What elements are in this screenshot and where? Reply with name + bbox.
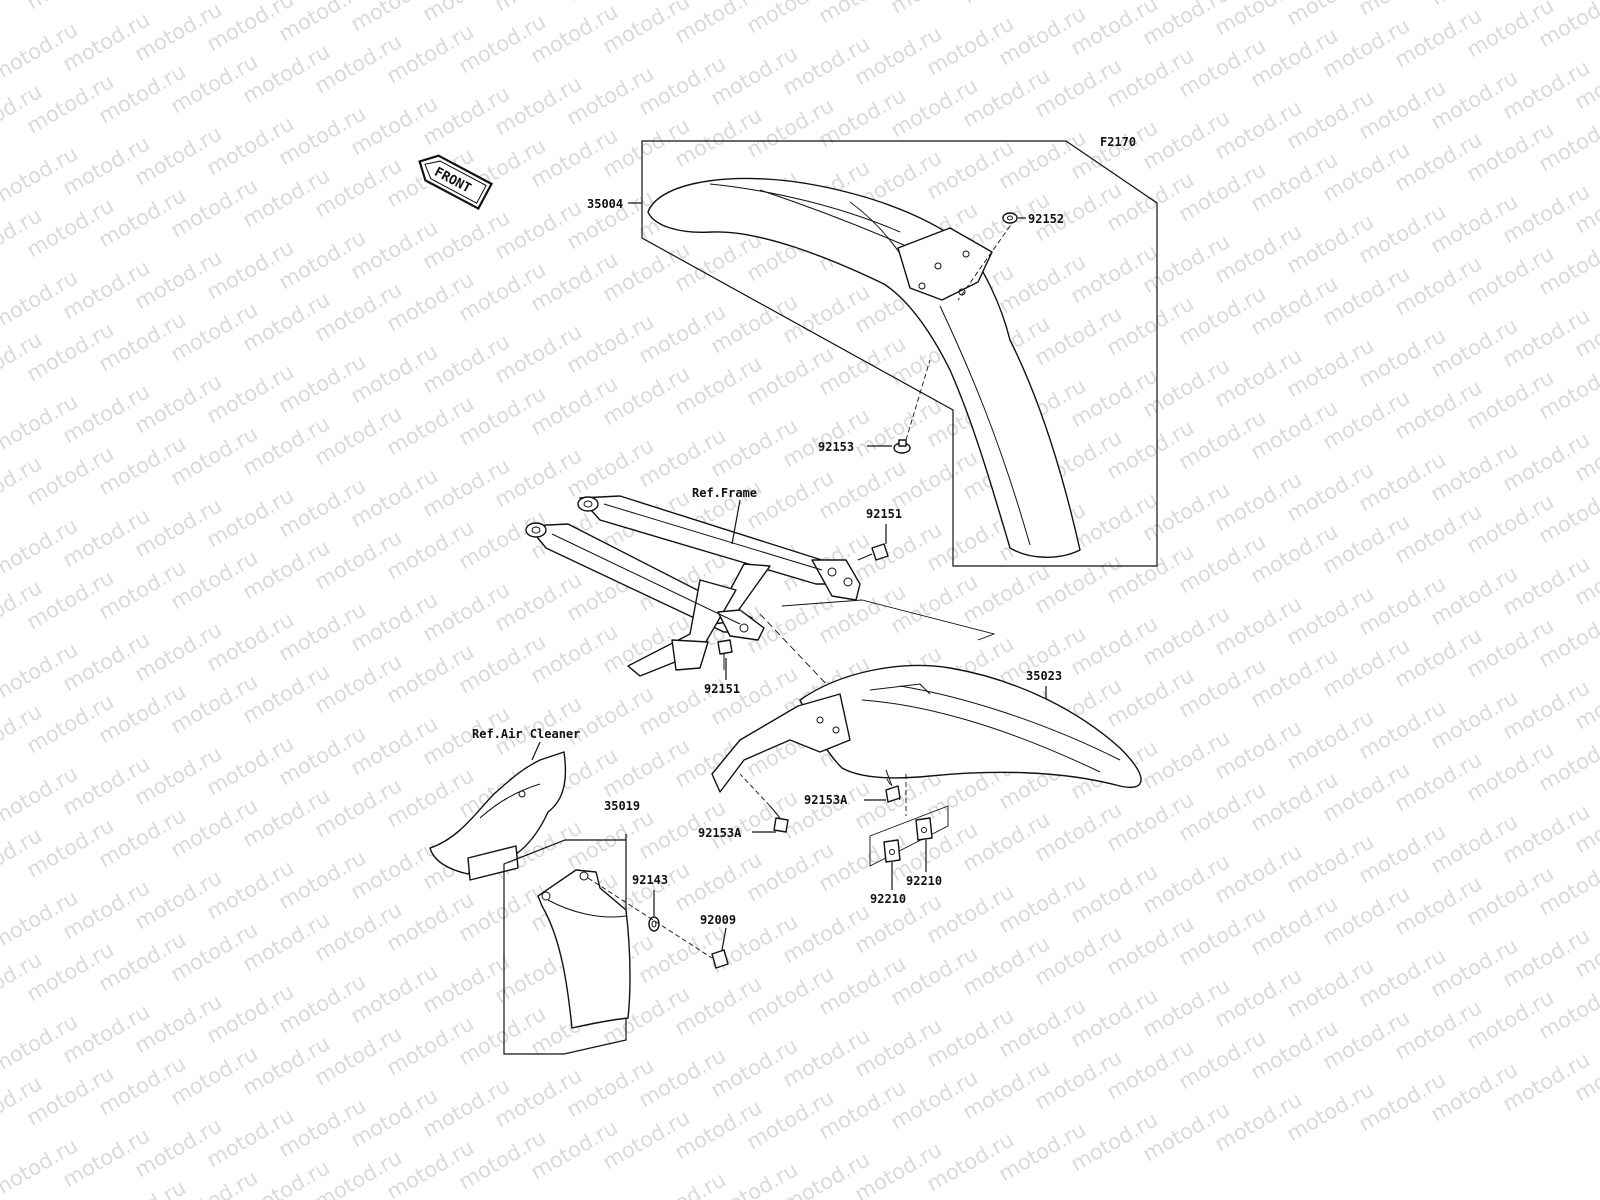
part-92210-right-label: 92210 — [906, 874, 942, 888]
washer-92143 — [648, 916, 660, 932]
part-92153A-left-label: 92153A — [698, 826, 742, 840]
mud-flap-group-frame — [503, 839, 627, 1055]
ref-frame-label: Ref.Frame — [692, 486, 757, 500]
screw-92009 — [711, 949, 729, 969]
bolt-92153 — [893, 439, 911, 454]
part-92152-label: 92152 — [1028, 212, 1064, 226]
part-35023-label: 35023 — [1026, 669, 1062, 683]
part-35019-label: 35019 — [604, 799, 640, 813]
part-92009-label: 92009 — [700, 913, 736, 927]
clip-92210-group-frame — [869, 805, 949, 867]
ref-air-cleaner-label: Ref.Air Cleaner — [472, 727, 580, 741]
washer-92152 — [1002, 212, 1018, 224]
reference-frame — [525, 495, 861, 677]
front-fender-group-frame — [641, 140, 1158, 567]
clip-92210-right — [915, 817, 933, 841]
part-92143-label: 92143 — [632, 873, 668, 887]
watermark-text: motod.ru — [959, 0, 1054, 8]
front-fender-35004 — [647, 177, 1081, 558]
part-92153A-right-label: 92153A — [804, 793, 848, 807]
watermark-text: motod.ru — [23, 0, 118, 14]
part-92151-bottom-label: 92151 — [704, 682, 740, 696]
reference-air-cleaner — [429, 751, 567, 881]
bolt-92153A-left — [769, 805, 789, 833]
front-direction-arrow-icon: FRONT — [418, 154, 494, 211]
rear-fender-mounting-outline — [781, 599, 996, 641]
mud-flap-35019 — [537, 869, 631, 1029]
clip-92210-left — [883, 839, 901, 863]
part-92153-label: 92153 — [818, 440, 854, 454]
part-35004-label: 35004 — [587, 197, 623, 211]
watermark-text: motod.ru — [635, 1167, 730, 1200]
bolt-92151-bottom — [717, 639, 733, 670]
watermark-text: motod.ru — [95, 0, 190, 4]
part-92210-left-label: 92210 — [870, 892, 906, 906]
part-92151-top-label: 92151 — [866, 507, 902, 521]
rear-fender-35023 — [711, 664, 1142, 793]
bolt-92153A-right — [885, 769, 901, 803]
bolt-92151-top — [857, 543, 889, 561]
figure-code: F2170 — [1100, 135, 1136, 149]
